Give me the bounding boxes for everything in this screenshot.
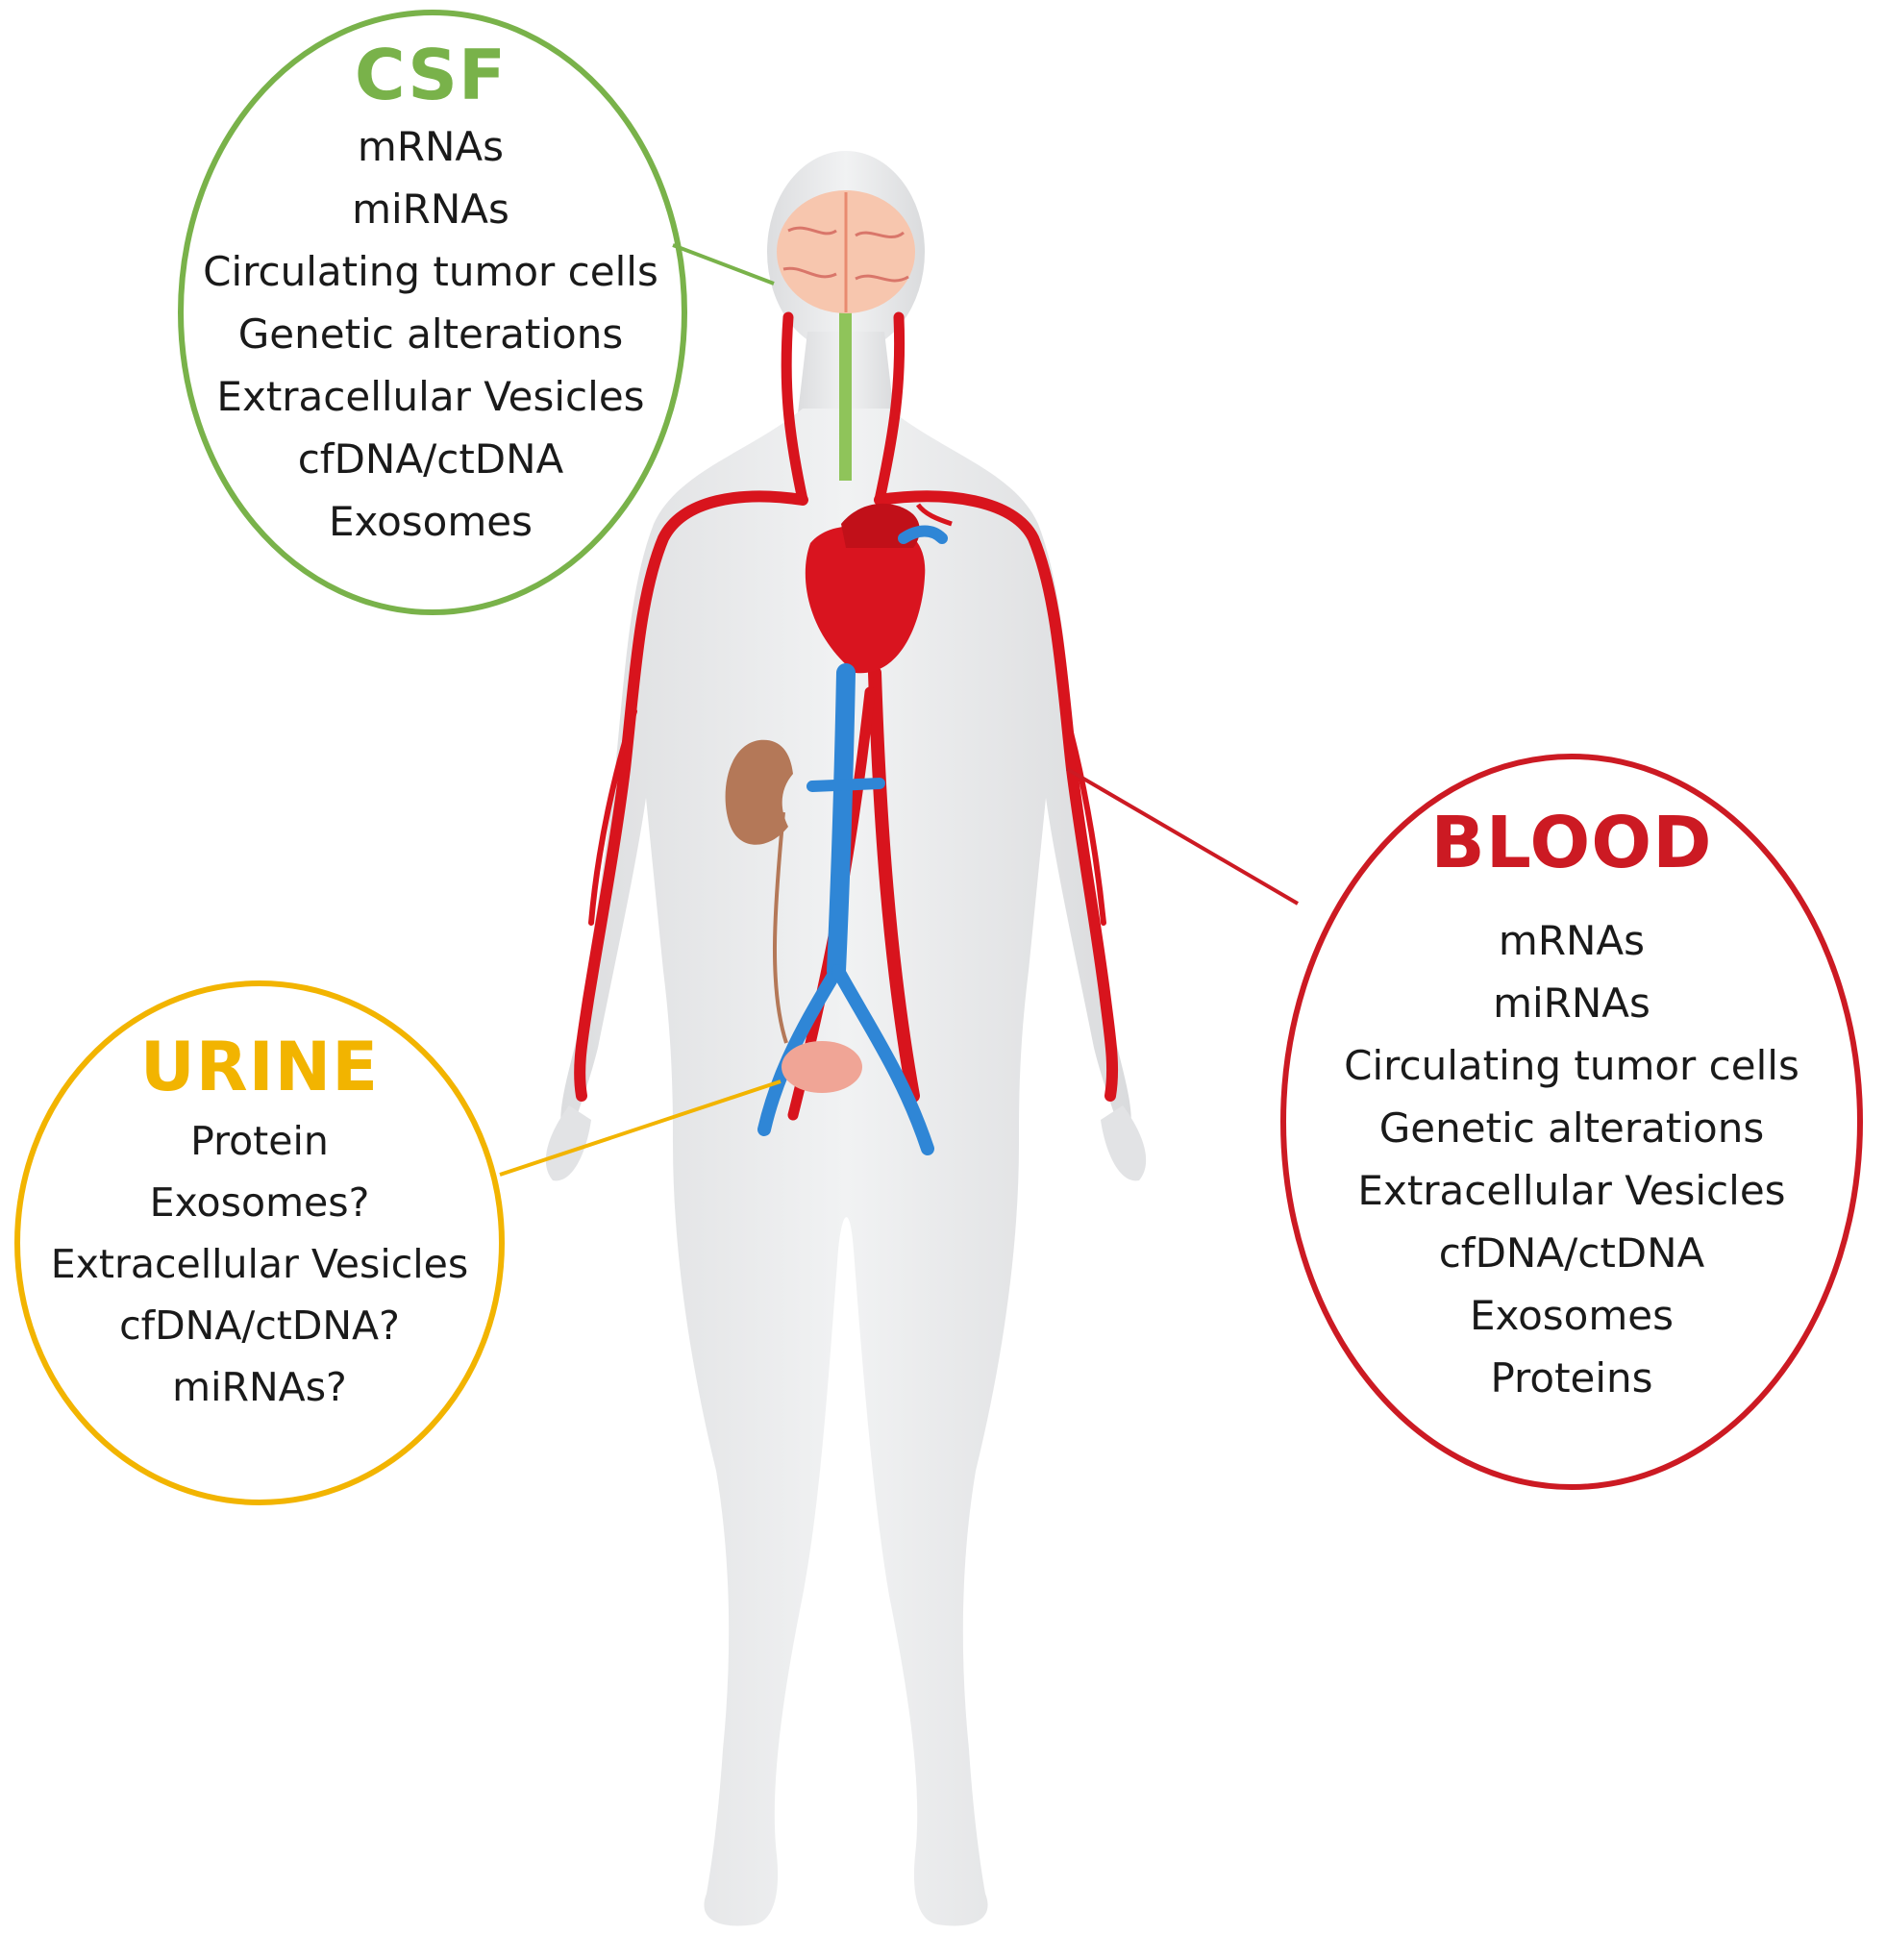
blood-item: Extracellular Vesicles <box>1357 1167 1786 1214</box>
blood-bubble-outline <box>1280 754 1863 1490</box>
blood-item: cfDNA/ctDNA <box>1438 1229 1705 1277</box>
kidney <box>725 739 793 1044</box>
blood-title: BLOOD <box>1430 802 1713 884</box>
brain <box>777 190 915 313</box>
urine-item: cfDNA/ctDNA? <box>119 1303 400 1349</box>
heart <box>805 503 953 674</box>
veins <box>757 663 934 1155</box>
urine-item: Exosomes? <box>149 1179 370 1226</box>
blood-item: Circulating tumor cells <box>1344 1042 1799 1089</box>
urine-connector-line <box>499 1079 782 1177</box>
csf-item: miRNAs <box>352 186 509 233</box>
urine-item: Extracellular Vesicles <box>50 1241 469 1287</box>
bladder <box>782 1041 862 1093</box>
csf-connector-line <box>672 243 775 285</box>
csf-item: Exosomes <box>328 498 533 545</box>
csf-item: Extracellular Vesicles <box>216 373 645 420</box>
csf-item: mRNAs <box>357 123 505 170</box>
csf-item: Circulating tumor cells <box>203 248 658 295</box>
blood-item: Exosomes <box>1469 1292 1674 1339</box>
spinal-cord <box>839 288 852 481</box>
urine-item: miRNAs? <box>172 1364 347 1410</box>
blood-item: mRNAs <box>1498 917 1646 964</box>
blood-connector-line <box>1065 767 1300 906</box>
csf-item: cfDNA/ctDNA <box>297 435 564 483</box>
blood-item: Genetic alterations <box>1378 1104 1765 1152</box>
blood-item: miRNAs <box>1493 980 1650 1027</box>
blood-item: Proteins <box>1490 1354 1653 1402</box>
csf-bubble-outline <box>178 10 687 615</box>
urine-title: URINE <box>139 1028 380 1106</box>
urine-bubble-outline <box>14 980 505 1505</box>
urine-item: Protein <box>190 1118 329 1164</box>
csf-item: Genetic alterations <box>237 310 624 358</box>
csf-title: CSF <box>354 35 508 115</box>
